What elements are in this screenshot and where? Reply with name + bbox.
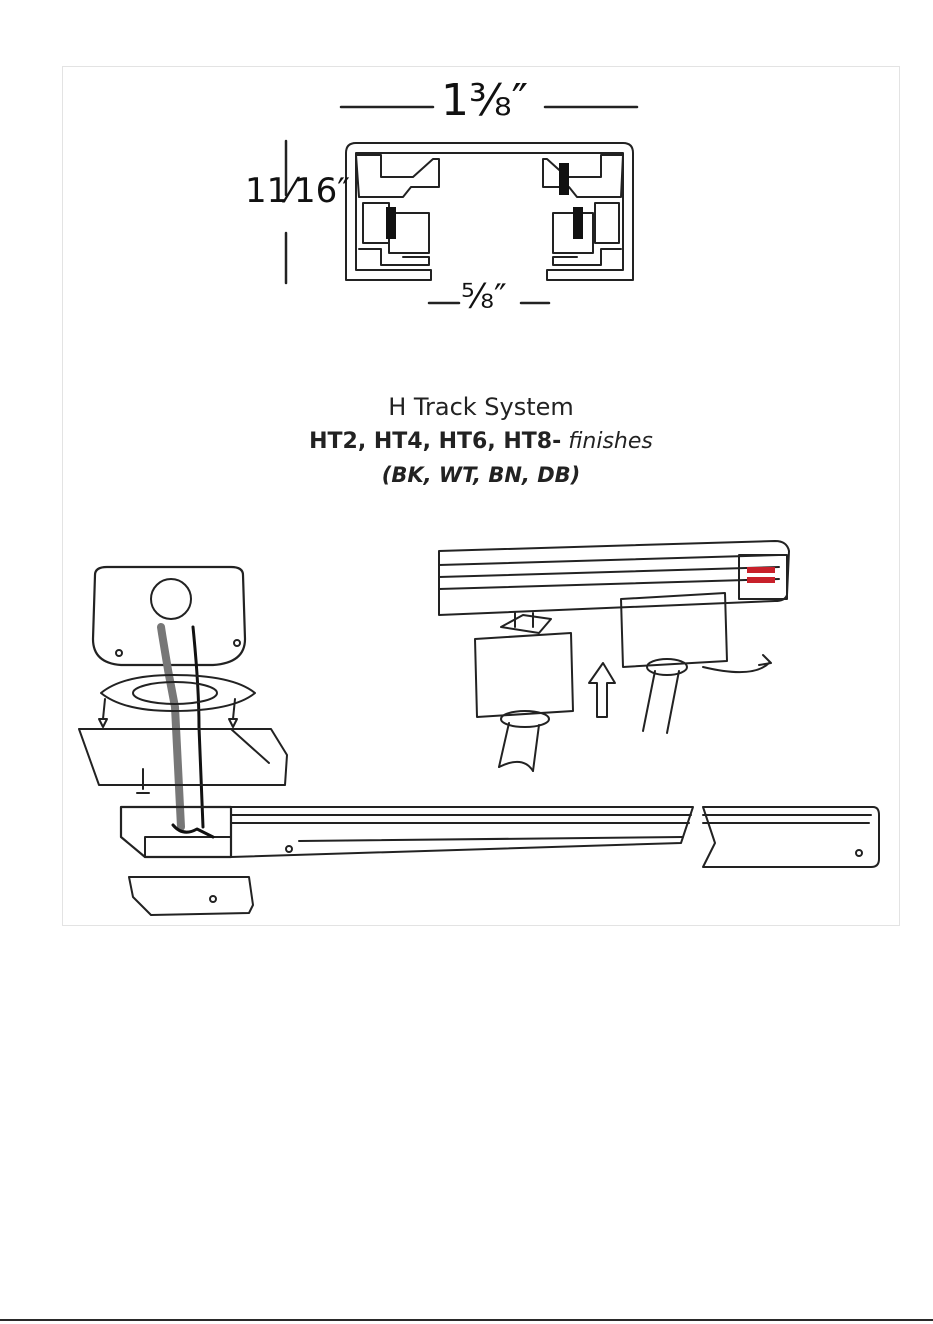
profile-left-foot <box>359 249 429 265</box>
height-dimension-label: 11⁄16″ <box>245 171 350 211</box>
contact-red-1 <box>747 567 775 573</box>
conductor-left <box>386 207 396 239</box>
mounting-screw-left <box>99 699 107 727</box>
canopy-assembly <box>79 567 287 915</box>
feed-wires <box>161 627 181 827</box>
caption-models: HT2, HT4, HT6, HT8- <box>309 429 561 454</box>
profile-right-inner <box>595 203 619 243</box>
caption-finishes: finishes <box>568 429 653 454</box>
conductor-right-top <box>559 163 569 195</box>
plate-screw <box>137 769 149 793</box>
track-diagram-figure: 1⅜″ 11⁄16″ ⅝″ H Track System HT2, HT4, H… <box>62 66 900 926</box>
width-dimension-label: 1⅜″ <box>441 75 528 126</box>
rotate-arrow <box>703 655 771 672</box>
diagram-drawing <box>63 67 899 925</box>
track-with-adapters <box>439 541 789 771</box>
profile-right-foot <box>553 249 621 265</box>
track-run <box>231 807 879 867</box>
adapter-loose <box>475 633 573 717</box>
canopy-cover <box>93 567 245 665</box>
up-arrow <box>589 663 615 717</box>
contact-red-2 <box>747 577 775 583</box>
caption-models-line: HT2, HT4, HT6, HT8- finishes <box>63 429 899 454</box>
end-feed-box <box>121 807 231 857</box>
profile-left-channel <box>356 155 439 197</box>
track-upper-body <box>439 541 789 615</box>
conductor-right-bottom <box>573 207 583 239</box>
caption-title: H Track System <box>63 393 899 421</box>
caption-finish-codes: (BK, WT, BN, DB) <box>63 463 899 487</box>
profile-left-inner <box>363 203 389 243</box>
end-cap-plate <box>129 877 253 915</box>
profile-right-channel <box>543 155 623 197</box>
canopy-knockout <box>151 579 191 619</box>
slot-dimension-label: ⅝″ <box>461 277 507 317</box>
mounting-plate <box>79 729 287 785</box>
page-bottom-rule <box>0 1319 933 1321</box>
